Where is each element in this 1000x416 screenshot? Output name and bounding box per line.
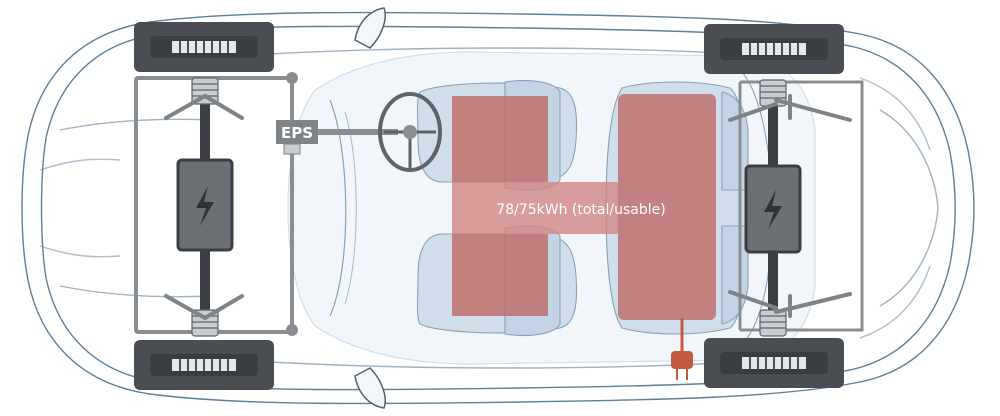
frame-joint-bottom [286, 324, 298, 336]
eps-label: EPS [281, 124, 313, 142]
battery-rear-module [618, 94, 716, 320]
rear-subframe [738, 80, 864, 332]
front-left-wheel [134, 22, 274, 72]
battery-capacity-label: 78/75kWh (total/usable) [496, 202, 665, 218]
rear-left-wheel [704, 24, 844, 74]
side-mirrors [354, 7, 386, 409]
battery-front-right-module [452, 234, 548, 316]
rear-links [728, 94, 852, 318]
rear-right-wheel [704, 338, 844, 388]
battery-front-left-module [452, 96, 548, 182]
battery-pack [452, 94, 716, 320]
front-control-arms [164, 94, 244, 320]
front-right-wheel [134, 340, 274, 390]
battery-center-tunnel [452, 182, 622, 234]
car-body [21, 11, 975, 405]
lightning-bolt-icon [764, 190, 782, 230]
charging-plug-icon [671, 351, 693, 380]
rear-motor [744, 164, 802, 254]
lightning-bolt-icon [196, 186, 214, 226]
eps-unit: EPS [276, 120, 318, 155]
front-motor [176, 158, 234, 252]
frame-joint-top [286, 72, 298, 84]
steering-wheel [378, 92, 442, 172]
